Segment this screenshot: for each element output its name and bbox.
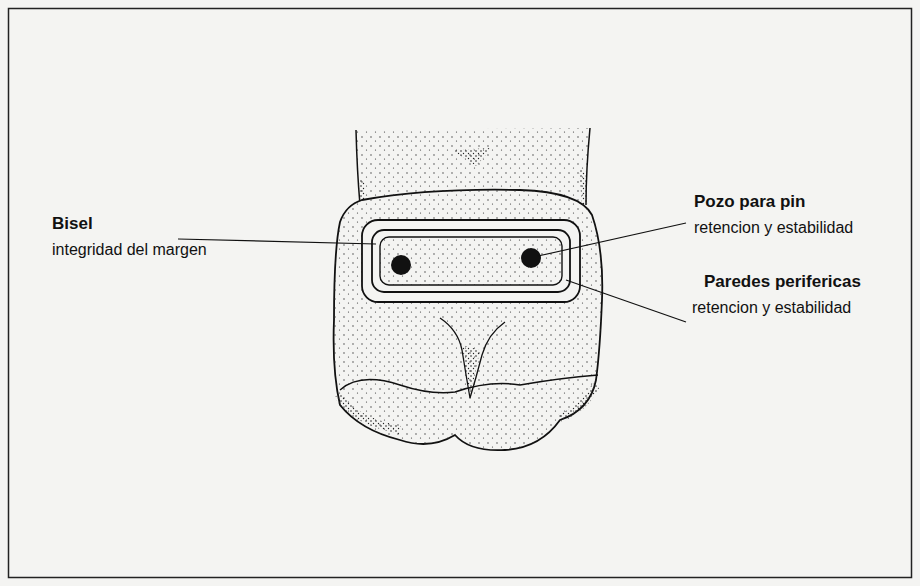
peripheral-wall bbox=[372, 230, 570, 292]
leader-line bbox=[538, 223, 686, 256]
pin-hole bbox=[521, 248, 541, 268]
pin-hole bbox=[391, 255, 411, 275]
leader-line bbox=[178, 239, 376, 244]
groove-shade bbox=[462, 345, 480, 398]
function-note: retencion y estabilidad bbox=[692, 298, 851, 318]
part-name: Paredes perifericas bbox=[704, 272, 861, 292]
leader-line bbox=[566, 280, 686, 322]
frame bbox=[9, 9, 912, 578]
part-name: Pozo para pin bbox=[694, 192, 805, 212]
part-name: Bisel bbox=[52, 214, 93, 234]
groove bbox=[440, 318, 505, 398]
pulpal-floor bbox=[380, 237, 562, 285]
crown-outline bbox=[334, 190, 603, 450]
furcation bbox=[452, 148, 492, 166]
function-note: retencion y estabilidad bbox=[694, 218, 853, 238]
function-note: integridad del margen bbox=[52, 240, 207, 260]
bevel-outline bbox=[362, 220, 580, 302]
crown-texture bbox=[334, 190, 603, 450]
rim-shade bbox=[338, 385, 596, 430]
